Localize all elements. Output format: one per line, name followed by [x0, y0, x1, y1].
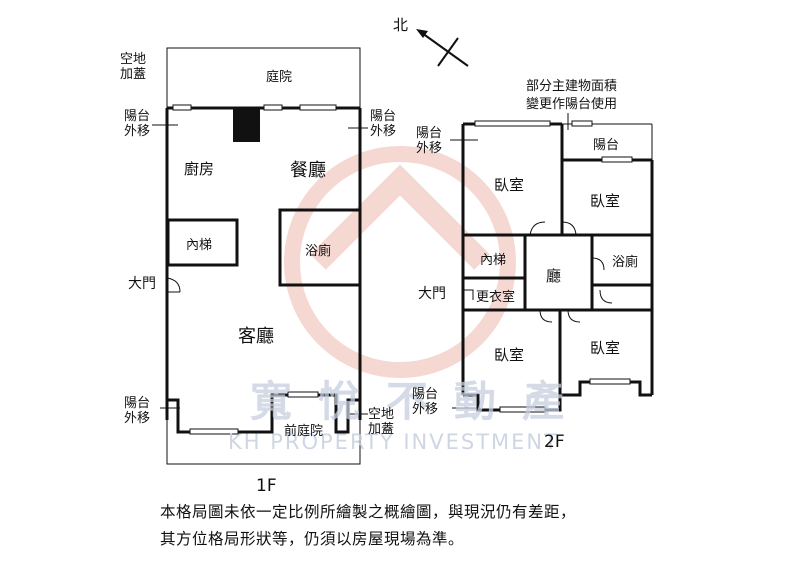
- floor1-note-bottom-covered: 空地 加蓋: [368, 407, 395, 437]
- floor2-room-bed4: 臥室: [590, 339, 621, 357]
- floor2-room-bed1: 臥室: [494, 176, 525, 194]
- floor2-room-bed3: 臥室: [494, 346, 525, 364]
- floor1-room-dining: 餐廳: [290, 160, 326, 181]
- floor2-main-door: 大門: [418, 286, 446, 302]
- floor1-room-living: 客廳: [238, 326, 274, 347]
- floor1-main-door: 大門: [128, 276, 156, 292]
- floor1-title: 1F: [256, 476, 277, 496]
- watermark-logo: [284, 146, 516, 378]
- watermark-chinese: 寬悅不動產: [250, 377, 591, 426]
- disclaimer-line-1: 本格局圖未依一定比例所繪製之概繪圖，與現況仍有差距，: [160, 503, 577, 521]
- floor1-note-bottom-balcony: 陽台 外移: [124, 396, 151, 426]
- floor2-room-closet: 更衣室: [476, 290, 516, 305]
- floor2-room-inner-stair: 內梯: [480, 253, 507, 268]
- disclaimer-line-2: 其方位格局形狀等，仍須以房屋現場為準。: [160, 530, 465, 548]
- floor2-room-bed2: 臥室: [590, 192, 621, 210]
- floor1-room-kitchen: 廚房: [184, 160, 215, 178]
- floor2-room-balcony: 陽台: [593, 138, 620, 153]
- floor1-note-balcony-right: 陽台 外移: [370, 109, 397, 139]
- floor2-note-balcony-bottom: 陽台 外移: [412, 387, 439, 417]
- floor1-room-courtyard: 庭院: [266, 70, 293, 85]
- north-arrow-icon: [416, 29, 469, 67]
- floor2-room-bath: 浴廁: [612, 255, 639, 270]
- floor2-note-balcony-top: 陽台 外移: [416, 126, 443, 156]
- compass-label: 北: [393, 16, 409, 34]
- floor1-note-top-covered: 空地 加蓋: [120, 52, 147, 82]
- watermark-english: KH PROPERTY INVESTMENT: [228, 430, 559, 454]
- floor1-plan: [152, 47, 368, 465]
- floor1-room-inner-stair: 內梯: [186, 238, 213, 253]
- floor1-room-bath: 浴廁: [305, 244, 332, 259]
- floor2-plan: [450, 113, 654, 413]
- floor2-room-hall: 廳: [546, 267, 562, 285]
- floor1-room-front-yard: 前庭院: [284, 424, 324, 439]
- floor1-note-balcony-left: 陽台 外移: [124, 109, 151, 139]
- floor2-title: 2F: [544, 432, 565, 452]
- floor2-note-converted: 部分主建物面積 變更作陽台使用: [526, 79, 618, 112]
